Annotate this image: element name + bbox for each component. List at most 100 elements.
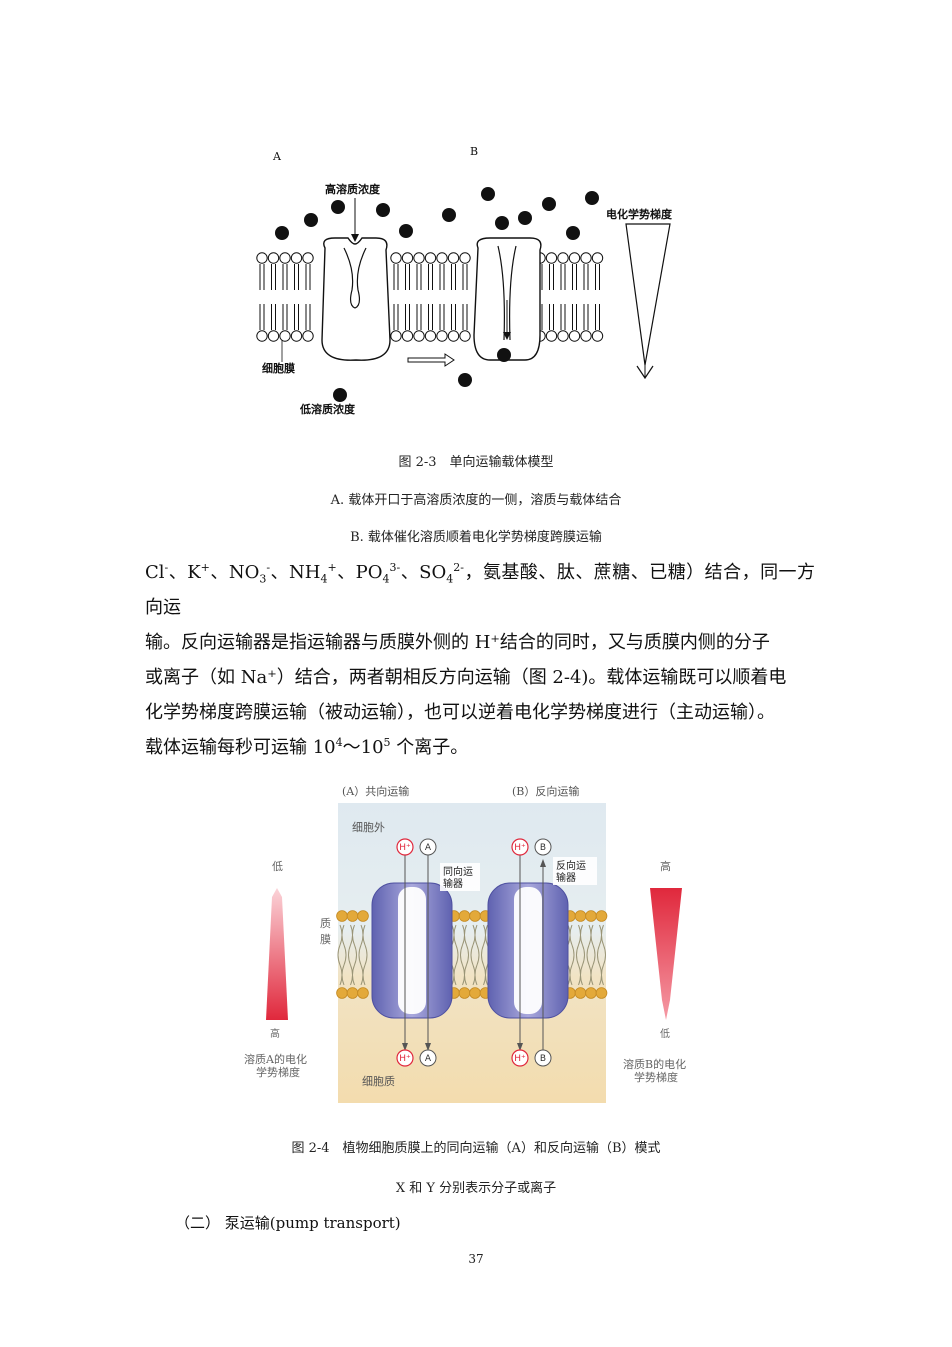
lipid-head — [447, 330, 460, 342]
fig24-left-gradient-label-1: 溶质A的电化 — [244, 1052, 307, 1066]
fig23-carrier-a-channel — [343, 247, 367, 309]
lipid-head — [346, 987, 359, 999]
svg-text:B: B — [540, 1054, 546, 1064]
fig24-left-gradient-arrow — [266, 888, 288, 1020]
lipid-head — [290, 252, 303, 264]
fig23-note-a: A. 载体开口于高溶质浓度的一侧，溶质与载体结合 — [330, 493, 622, 508]
lipid-head — [574, 910, 587, 922]
fig23-label-a: A — [272, 150, 282, 163]
svg-text:H⁺: H⁺ — [399, 843, 411, 853]
fig23-caption: 图 2-3 单向运输载体模型 — [398, 455, 554, 470]
lipid-head — [545, 330, 558, 342]
lipid-head — [459, 330, 471, 342]
figure-2-4-drawing: (A）共向运输 (B）反向运输 细胞外 细胞质 同向运 输器 反向运 输器 H⁺ — [244, 784, 686, 1103]
fig24-right-gradient-arrow — [650, 888, 682, 1020]
lipid-head — [580, 252, 592, 264]
page-number: 37 — [468, 1252, 484, 1266]
lipid-head — [459, 252, 471, 264]
lipid-head — [436, 330, 448, 342]
paragraph-line-3: 或离子（如 Na⁺）结合，两者朝相反方向运输（图 2-4)。载体运输既可以顺着电 — [145, 667, 787, 688]
lipid-head — [256, 330, 268, 342]
fig24-title-b: (B）反向运输 — [512, 784, 579, 798]
lipid-tail — [358, 924, 368, 986]
lipid-head — [447, 252, 460, 264]
lipid-head — [279, 252, 291, 264]
fig23-membrane — [256, 252, 604, 342]
fig24-inside-label: 细胞质 — [362, 1075, 395, 1088]
fig23-membrane-label: 细胞膜 — [262, 361, 295, 375]
lipid-head — [336, 910, 348, 922]
section-heading: （二） 泵运输(pump transport) — [175, 1214, 401, 1232]
lipid-head — [591, 330, 604, 342]
lipid-head — [302, 252, 314, 264]
lipid-tail — [576, 924, 585, 986]
lipid-head — [545, 252, 558, 264]
lipid-head — [267, 252, 280, 264]
lipid-head — [595, 910, 608, 922]
fig23-low-conc: 低溶质浓度 — [299, 402, 356, 416]
fig24-antiporter-label-2: 输器 — [556, 871, 576, 884]
fig24-outside-label: 细胞外 — [352, 821, 385, 834]
lipid-tail — [460, 924, 469, 986]
lipid-head — [557, 252, 569, 264]
lipid-head — [346, 910, 359, 922]
lipid-head — [557, 330, 569, 342]
lipid-head — [595, 987, 608, 999]
lipid-head — [580, 330, 592, 342]
paragraph-line-4: 化学势梯度跨膜运输（被动运输），也可以逆着电化学势梯度进行（主动运输）。 — [145, 702, 775, 723]
lipid-head — [568, 252, 581, 264]
paragraph-line-5: 载体运输每秒可运输 104～105 个离子。 — [145, 736, 469, 758]
lipid-head — [357, 910, 369, 922]
fig24-antiporter-label-1: 反向运 — [556, 859, 586, 872]
lipid-head — [458, 910, 471, 922]
body-paragraph: Cl-、K+、NO3-、NH4+、PO43-、SO42-，氨基酸、肽、蔗糖、已糖… — [145, 555, 815, 765]
lipid-head — [279, 330, 291, 342]
paragraph-line-2: 输。反向运输器是指运输器与质膜外侧的 H⁺结合的同时，又与质膜内侧的分子 — [145, 632, 770, 653]
lipid-head — [401, 252, 414, 264]
fig23-solute-dot-low — [333, 388, 347, 402]
lipid-head — [401, 330, 414, 342]
fig24-ions-bottom: H⁺ A H⁺ B — [396, 1049, 552, 1067]
lipid-head — [585, 910, 597, 922]
lipid-head — [256, 252, 268, 264]
fig23-label-b: B — [470, 145, 478, 158]
fig23-high-conc: 高溶质浓度 — [325, 182, 381, 196]
lipid-head — [574, 987, 587, 999]
fig23-carrier-b-channel — [497, 245, 517, 341]
fig23-note-b: B. 载体催化溶质顺着电化学势梯度跨膜运输 — [350, 530, 602, 545]
paragraph-line-1: Cl-、K+、NO3-、NH4+、PO43-、SO42-，氨基酸、肽、蔗糖、已糖… — [145, 561, 816, 618]
fig24-caption: 图 2-4 植物细胞质膜上的同向运输（A）和反向运输（B）模式 — [291, 1141, 661, 1156]
fig24-symporter-label-2: 输器 — [443, 877, 463, 890]
lipid-head — [424, 252, 437, 264]
lipid-head — [469, 987, 481, 999]
fig24-membrane-label-1: 质 — [320, 917, 331, 930]
lipid-head — [585, 987, 597, 999]
lipid-tail — [348, 924, 357, 986]
svg-text:H⁺: H⁺ — [514, 1054, 526, 1064]
fig24-membrane-label-2: 膜 — [320, 933, 331, 946]
fig23-gradient-label: 电化学势梯度 — [606, 207, 673, 221]
lipid-head — [568, 330, 581, 342]
svg-text:B: B — [540, 843, 546, 853]
lipid-head — [413, 252, 425, 264]
fig23-arrow-head — [351, 234, 359, 242]
fig24-right-bottom: 低 — [660, 1027, 670, 1040]
figure-2-3-drawing: A B 高溶质浓度 — [256, 145, 673, 416]
figure-2-4: (A）共向运输 (B）反向运输 细胞外 细胞质 同向运 输器 反向运 输器 H⁺ — [230, 775, 730, 1110]
lipid-head — [390, 330, 402, 342]
fig24-right-gradient-label-2: 学势梯度 — [634, 1070, 678, 1084]
lipid-tail — [586, 924, 596, 986]
fig23-gradient-funnel — [625, 223, 671, 366]
fig24-symporter-label-1: 同向运 — [443, 865, 473, 878]
lipid-head — [357, 987, 369, 999]
fig24-right-top: 高 — [660, 859, 671, 873]
svg-text:A: A — [425, 1054, 432, 1064]
figure-2-3: A B 高溶质浓度 — [240, 140, 710, 430]
fig23-solute-dots-top — [275, 187, 599, 259]
lipid-head — [424, 330, 437, 342]
lipid-head — [436, 252, 448, 264]
fig23-carrier-b — [473, 237, 542, 361]
fig23-solute-dot-bottom — [458, 373, 472, 387]
lipid-head — [413, 330, 425, 342]
lipid-head — [302, 330, 314, 342]
